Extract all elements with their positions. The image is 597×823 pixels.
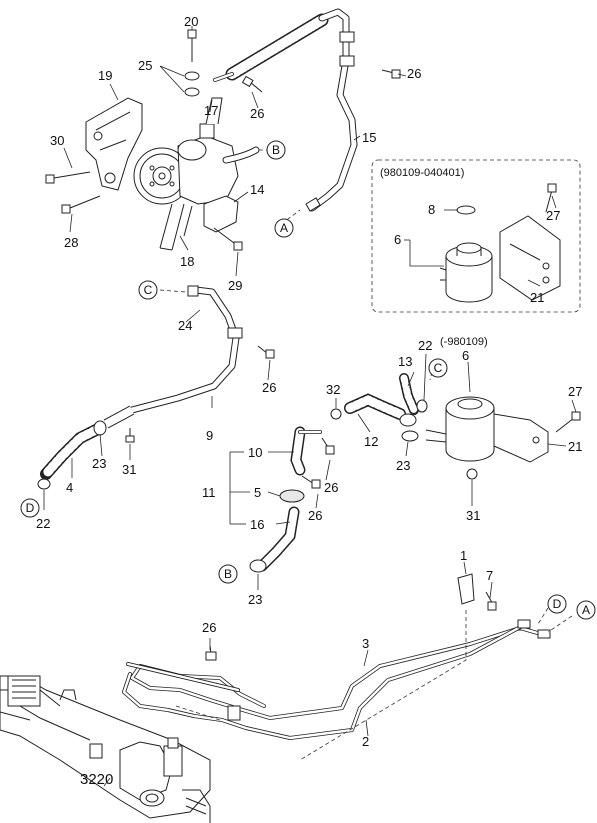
part-number-3: 3 bbox=[362, 636, 369, 651]
part-number-12: 12 bbox=[364, 434, 378, 449]
hose-set-11 bbox=[229, 426, 335, 590]
callout-C-reservoir: C bbox=[428, 358, 448, 378]
part-number-26: 26 bbox=[407, 66, 421, 81]
callout-D-hose-4: D bbox=[20, 498, 40, 518]
pressure-hose-assembly bbox=[213, 8, 358, 212]
part-number-6: 6 bbox=[394, 232, 401, 247]
part-number-5: 5 bbox=[254, 485, 261, 500]
part-number-31: 31 bbox=[466, 508, 480, 523]
power-steering-pump bbox=[85, 97, 260, 251]
part-number-labels: 20 25 17 26 26 19 30 28 18 14 29 15 (980… bbox=[36, 14, 582, 788]
part-number-27: 27 bbox=[568, 384, 582, 399]
part-number-30: 30 bbox=[50, 133, 64, 148]
part-number-31: 31 bbox=[122, 462, 136, 477]
part-number-19: 19 bbox=[98, 68, 112, 83]
callout-label: C bbox=[144, 283, 153, 297]
part-number-26: 26 bbox=[324, 480, 338, 495]
part-number-29: 29 bbox=[228, 278, 242, 293]
callout-label: D bbox=[26, 501, 35, 515]
part-number-25: 25 bbox=[138, 58, 152, 73]
part-number-23: 23 bbox=[248, 592, 262, 607]
part-number-8: 8 bbox=[428, 202, 435, 217]
part-number-26: 26 bbox=[250, 106, 264, 121]
callout-label: A bbox=[582, 603, 590, 617]
callout-label: B bbox=[224, 567, 232, 581]
return-line-assembly bbox=[37, 285, 275, 510]
part-number-16: 16 bbox=[250, 517, 264, 532]
part-number-26: 26 bbox=[308, 508, 322, 523]
part-number-22: 22 bbox=[36, 516, 50, 531]
part-number-2: 2 bbox=[362, 734, 369, 749]
part-number-18: 18 bbox=[180, 254, 194, 269]
callout-label: A bbox=[280, 221, 288, 235]
part-number-1: 1 bbox=[460, 548, 467, 563]
part-number-10: 10 bbox=[248, 445, 262, 460]
callout-label: D bbox=[553, 597, 562, 611]
part-number-6: 6 bbox=[462, 348, 469, 363]
part-number-23: 23 bbox=[396, 458, 410, 473]
part-number-21: 21 bbox=[530, 290, 544, 305]
inset-reservoir-980109-040401 bbox=[371, 159, 581, 313]
inset-note-range: (980109-040401) bbox=[380, 167, 464, 179]
steering-tubes-2-3 bbox=[122, 561, 573, 761]
part-number-22: 22 bbox=[418, 338, 432, 353]
part-number-32: 32 bbox=[326, 382, 340, 397]
callout-D-tube-end: D bbox=[547, 594, 567, 614]
part-number-17: 17 bbox=[204, 103, 218, 118]
part-number-24: 24 bbox=[178, 318, 192, 333]
reservoir-assembly-upto-980109 bbox=[330, 353, 581, 506]
steering-gear-box bbox=[0, 675, 211, 823]
part-number-15: 15 bbox=[362, 130, 376, 145]
callout-A-tube-end: A bbox=[576, 600, 596, 620]
part-number-26: 26 bbox=[202, 620, 216, 635]
part-number-21: 21 bbox=[568, 439, 582, 454]
part-number-13: 13 bbox=[398, 354, 412, 369]
callout-B-pump: B bbox=[266, 140, 286, 160]
upto-note-range: (-980109) bbox=[440, 336, 488, 348]
callout-label: C bbox=[434, 361, 443, 375]
part-number-27: 27 bbox=[546, 208, 560, 223]
callout-A-hose-end: A bbox=[274, 218, 294, 238]
part-number-9: 9 bbox=[206, 428, 213, 443]
part-number-28: 28 bbox=[64, 235, 78, 250]
part-number-14: 14 bbox=[250, 182, 264, 197]
part-number-4: 4 bbox=[66, 480, 73, 495]
part-number-26: 26 bbox=[262, 380, 276, 395]
part-number-3220: 3220 bbox=[80, 771, 113, 788]
callout-B-hose-16: B bbox=[218, 564, 238, 584]
part-number-7: 7 bbox=[486, 568, 493, 583]
part-number-11: 11 bbox=[202, 485, 216, 500]
part-number-23: 23 bbox=[92, 456, 106, 471]
callout-C-return-line: C bbox=[138, 280, 158, 300]
part-number-20: 20 bbox=[184, 14, 198, 29]
callout-label: B bbox=[272, 143, 280, 157]
fastener-set-top bbox=[45, 29, 401, 251]
